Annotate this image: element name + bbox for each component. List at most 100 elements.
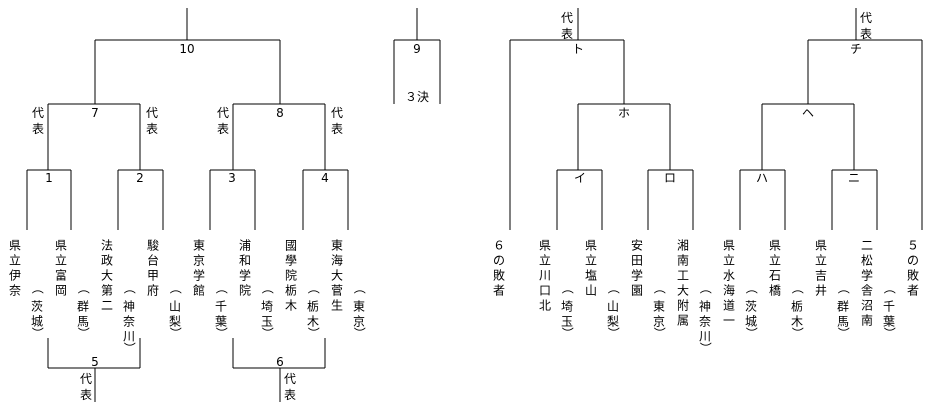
team-char: 石: [769, 269, 781, 283]
team-char: 立: [815, 253, 827, 268]
team-char: （: [607, 282, 621, 294]
rep-char-2: 表: [860, 27, 872, 41]
team-char: （: [261, 282, 275, 294]
match-label-9: 9: [413, 42, 421, 56]
team-char: 立: [769, 253, 781, 268]
team-prefecture: （埼玉）: [561, 282, 575, 339]
team-char: （: [745, 282, 759, 294]
team-char: 川: [539, 269, 551, 283]
match-label-i: イ: [574, 171, 586, 185]
rep-char-2: 表: [331, 122, 343, 136]
match-label-he: ヘ: [802, 106, 814, 120]
rep-char-2: 表: [217, 122, 229, 136]
team-char: ）: [699, 342, 713, 354]
team-char: 甲: [147, 269, 159, 283]
team-char: 安: [631, 238, 643, 253]
team-char: 梨: [169, 315, 181, 329]
team-char: 県: [585, 239, 597, 253]
team-char: 第: [101, 284, 113, 298]
team-names: 県立伊奈（茨城）県立富岡（群馬）法政大第二（神奈川）駿台甲府（山梨）東京学館（千…: [9, 238, 919, 355]
team-char: 國: [285, 239, 297, 253]
team-char: 栃: [285, 284, 297, 298]
team-char: 北: [539, 299, 551, 313]
main-bracket-lines: [26, 8, 349, 402]
rep-char-2: 表: [80, 388, 92, 402]
team-char: （: [791, 282, 805, 294]
team-char: ）: [307, 327, 321, 339]
rep-marker-8-left: 代 表: [217, 106, 229, 136]
team-char: 茨: [745, 300, 757, 314]
team-char: ）: [607, 327, 621, 339]
team-char: （: [169, 282, 183, 294]
team-char: 千: [215, 300, 227, 314]
team-char: 大: [101, 269, 113, 283]
team-char: 台: [147, 253, 159, 268]
match-label-10: 10: [179, 42, 194, 56]
team-char: 京: [193, 254, 205, 268]
team-prefecture: （群馬）: [837, 282, 851, 339]
team-char: 道: [723, 299, 735, 313]
team-char: （: [699, 282, 713, 294]
team-char: 茨: [31, 300, 43, 314]
team-prefecture: （山梨）: [169, 282, 183, 339]
team-prefecture: （栃木）: [791, 282, 805, 339]
team-char: 県: [9, 239, 21, 253]
team-char: 属: [677, 314, 689, 328]
team-char: （: [123, 282, 137, 294]
match-label-chi: チ: [850, 42, 862, 56]
team-char: 東: [653, 300, 665, 314]
team-char: 奈: [699, 315, 711, 329]
match-labels: 10 7 8 1 2 3 4 5 6 9 ３決 ト ホ イ ロ チ ヘ ハ ニ: [45, 42, 862, 369]
team-char: 京: [653, 315, 665, 329]
team-char: 二: [861, 239, 873, 253]
team-char: 山: [585, 284, 597, 298]
team-char: 玉: [561, 315, 573, 329]
team-char: ）: [123, 342, 137, 354]
match-label-ha: ハ: [756, 171, 768, 185]
team-char: 東: [353, 300, 365, 314]
team-char: 吉: [815, 269, 827, 283]
team-char: 千: [883, 300, 895, 314]
match-label-7: 7: [91, 106, 99, 120]
team-char: 群: [837, 300, 849, 314]
team-char: 立: [723, 253, 735, 268]
team-char: （: [561, 282, 575, 294]
team-prefecture: （茨城）: [31, 282, 45, 339]
rep-char-2: 表: [561, 27, 573, 41]
team-char: 東: [193, 239, 205, 253]
team-char: ）: [215, 327, 229, 339]
team-char: ）: [883, 327, 897, 339]
team-char: 木: [791, 315, 803, 329]
team-char: 学: [239, 268, 251, 283]
team-char: 学: [861, 268, 873, 283]
team-prefecture: （群馬）: [77, 282, 91, 339]
team-char: 工: [677, 269, 689, 283]
team-char: 大: [331, 269, 343, 283]
team-char: 葉: [215, 315, 227, 329]
team-char: 敗: [907, 268, 919, 283]
team-char: 学: [193, 268, 205, 283]
team-char: ５: [907, 239, 919, 253]
team-char: 馬: [837, 315, 849, 329]
team-char: 栃: [307, 300, 319, 314]
team-char: 川: [123, 330, 135, 344]
team-char: 立: [55, 253, 67, 268]
team-char: 大: [677, 284, 689, 298]
rep-char-1: 代: [217, 106, 229, 120]
rep-marker-7-left: 代 表: [32, 106, 44, 136]
match-label-5: 5: [91, 355, 99, 369]
